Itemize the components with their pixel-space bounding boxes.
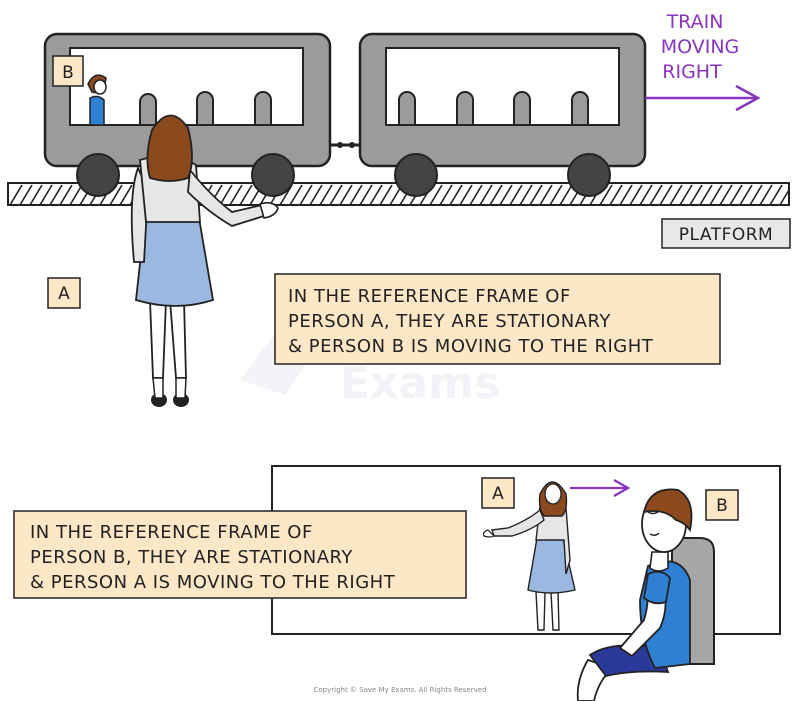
seat-icon [139,91,272,126]
wheel-icon [567,153,611,197]
label-b-bottom: B [705,489,739,521]
note-frame-a: IN THE REFERENCE FRAME OF PERSON A, THEY… [274,273,721,365]
arrow-right-icon [645,84,761,112]
wheel-icon [251,153,295,197]
copyright-text: Copyright © Save My Exams. All Rights Re… [313,686,486,694]
svg-text:IN THE REFERENCE FRAME OF: IN THE REFERENCE FRAME OF [288,286,571,307]
note-frame-b: IN THE REFERENCE FRAME OF PERSON B, THEY… [13,510,467,599]
person-a-small [482,481,576,631]
svg-text:Exams: Exams [340,358,500,409]
person-b-large [576,488,693,701]
person-a-large [130,114,279,407]
wheel-icon [76,153,120,197]
svg-text:IN THE REFERENCE FRAME OF: IN THE REFERENCE FRAME OF [30,522,313,543]
train-car-2 [358,32,647,197]
svg-text:& PERSON A IS MOVING TO THE RI: & PERSON A IS MOVING TO THE RIGHT [30,572,396,593]
svg-text:A: A [58,284,70,304]
svg-text:A: A [492,484,504,504]
svg-text:PERSON B, THEY ARE STATIONARY: PERSON B, THEY ARE STATIONARY [30,547,353,568]
train-car-1 [43,32,332,197]
seat-icon [398,91,589,126]
svg-text:MOVING: MOVING [661,36,740,58]
svg-text:B: B [62,63,74,83]
train-direction-label: TRAIN MOVING RIGHT [661,11,740,83]
platform-label: PLATFORM [661,218,791,249]
svg-text:PLATFORM: PLATFORM [679,225,773,245]
train-coupling [330,142,362,148]
label-a-top: A [47,277,81,309]
svg-text:& PERSON B IS MOVING TO THE RI: & PERSON B IS MOVING TO THE RIGHT [288,336,654,357]
label-b-top: B [52,55,84,87]
svg-text:TRAIN: TRAIN [666,11,724,33]
svg-text:B: B [716,496,728,516]
label-a-bottom: A [481,477,515,509]
wheel-icon [394,153,438,197]
svg-text:PERSON A, THEY ARE STATIONARY: PERSON A, THEY ARE STATIONARY [288,311,611,332]
person-b-small [87,74,107,126]
arrow-right-icon [570,479,631,497]
svg-text:RIGHT: RIGHT [662,61,722,83]
